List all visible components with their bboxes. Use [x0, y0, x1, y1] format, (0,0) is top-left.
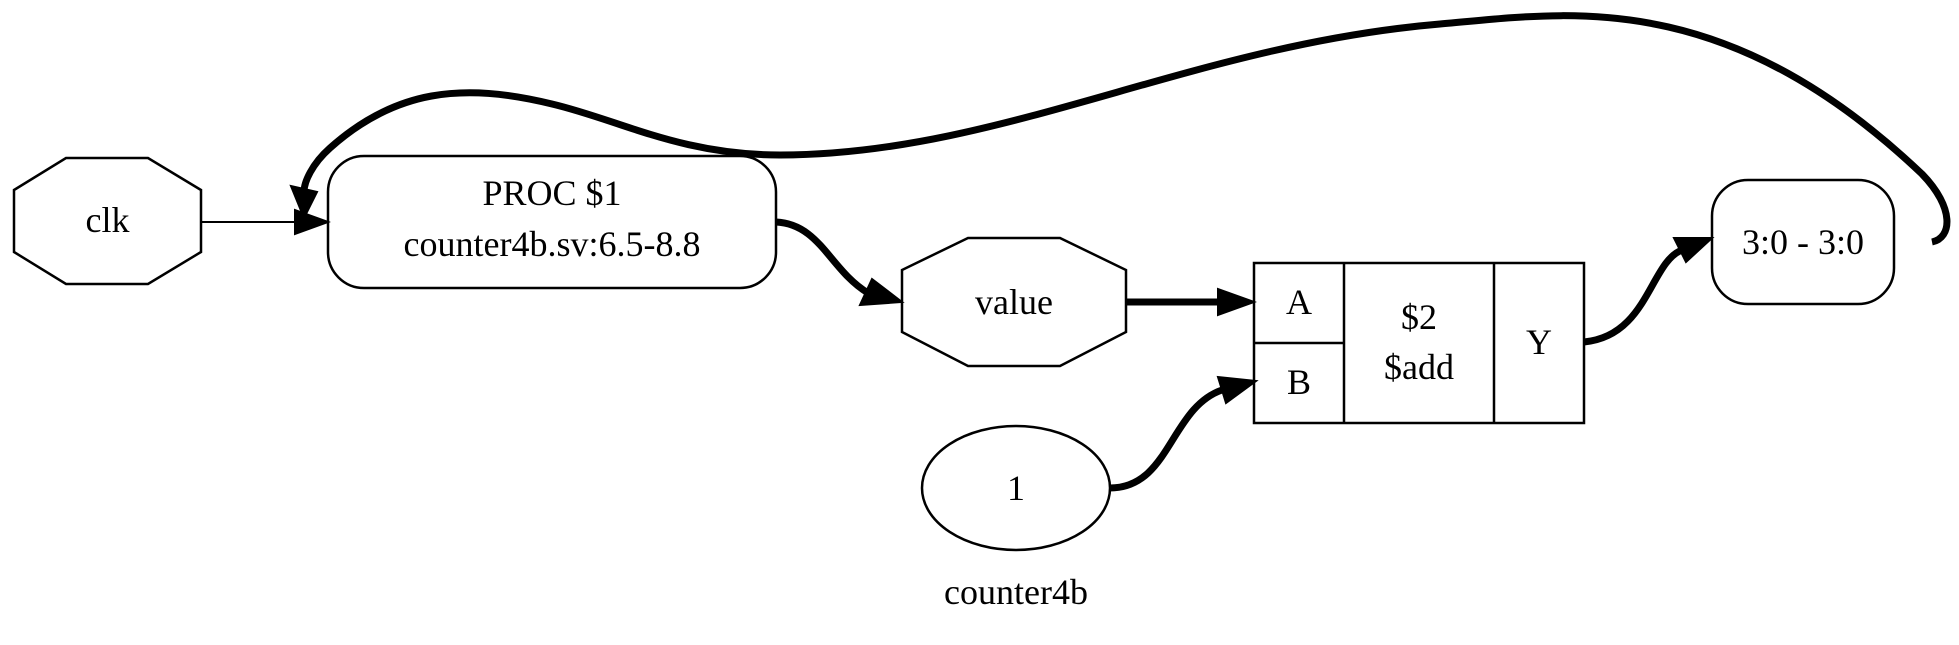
module-caption: counter4b [944, 572, 1088, 612]
edge-const-to-add-b [1109, 375, 1259, 492]
node-clk[interactable]: clk [12, 156, 203, 286]
node-add[interactable]: A B $2 $add Y [1252, 261, 1586, 425]
edge-clk-to-proc [201, 208, 331, 236]
node-value-label: value [975, 282, 1053, 322]
node-add-port-b: B [1287, 362, 1311, 402]
node-add-type: $add [1384, 347, 1454, 387]
node-proc-location: counter4b.sv:6.5-8.8 [404, 224, 701, 264]
node-clk-label: clk [86, 200, 130, 240]
edge-add-y-to-slice [1583, 237, 1715, 346]
edge-slice-to-proc [289, 12, 1951, 246]
node-value[interactable]: value [900, 236, 1128, 368]
node-const-label: 1 [1007, 468, 1025, 508]
node-proc[interactable]: PROC $1 counter4b.sv:6.5-8.8 [326, 154, 778, 290]
edge-value-to-add-a [1126, 287, 1257, 317]
node-slice[interactable]: 3:0 - 3:0 [1710, 178, 1896, 306]
node-slice-label: 3:0 - 3:0 [1742, 222, 1864, 262]
node-add-port-y: Y [1526, 322, 1552, 362]
node-const[interactable]: 1 [920, 424, 1112, 552]
edge-proc-to-value [775, 218, 905, 307]
node-add-port-a: A [1286, 282, 1312, 322]
node-proc-title: PROC $1 [482, 173, 621, 213]
edges [201, 12, 1951, 492]
node-add-id: $2 [1401, 297, 1437, 337]
